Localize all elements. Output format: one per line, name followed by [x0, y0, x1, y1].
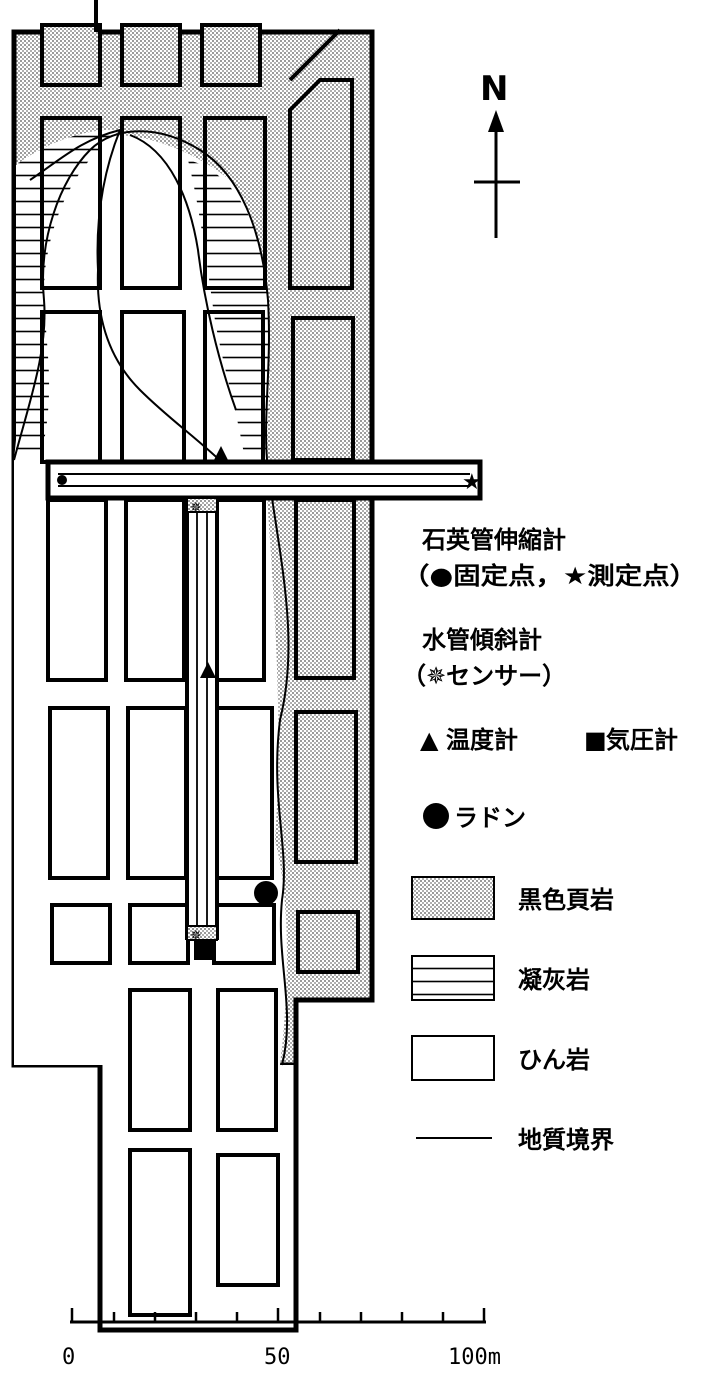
north-arrow-icon — [488, 110, 504, 132]
legend: 石英管伸縮計 （●固定点，★測定点） 水管傾斜計 （✵センサー） ▲ 温度計 ■… — [402, 526, 697, 1154]
tiltmeter-sensor-icon: ✵ — [190, 500, 202, 516]
extensometer-tube — [45, 459, 483, 501]
porphyrite-zone — [40, 140, 240, 460]
pillar-block — [200, 23, 262, 87]
legend-barometer-symbol: ■ — [584, 726, 607, 754]
pillar-block — [214, 706, 274, 880]
legend-tuff-label: 凝灰岩 — [518, 966, 590, 994]
pillar-block — [120, 116, 182, 290]
pillar-block — [128, 1148, 192, 1317]
legend-shale-label: 黒色頁岩 — [518, 886, 614, 914]
legend-porphyrite-label: ひん岩 — [518, 1046, 590, 1074]
diagonal-drift — [288, 28, 342, 82]
scale-label-100m: 100m — [448, 1345, 501, 1370]
quartz-extensometer: ★ — [45, 459, 483, 501]
legend-tiltmeter-title: 水管傾斜計 — [422, 626, 542, 654]
legend-extensometer-title: 石英管伸縮計 — [421, 526, 566, 554]
scale-bar: 0 50 100m — [62, 1308, 501, 1370]
pillar-block — [296, 910, 360, 974]
boundary-line — [129, 134, 237, 411]
tiltmeter-tube — [185, 496, 219, 940]
thermometer-marker — [213, 446, 229, 462]
legend-tiltmeter-detail: （✵センサー） — [402, 662, 566, 690]
north-label: N — [480, 69, 508, 109]
fixed-point-marker — [57, 475, 67, 485]
pillar-block — [291, 316, 355, 462]
pillar-block — [203, 116, 267, 290]
pillar-block — [48, 706, 110, 880]
geologic-boundaries — [13, 128, 290, 1066]
pillar-blocks — [40, 23, 360, 1317]
pillar-block — [120, 23, 182, 87]
radon-marker — [254, 881, 278, 905]
mine-workings: ★ ✵ ✵ — [11, 0, 483, 1333]
legend-thermometer-symbol: ▲ — [420, 726, 439, 754]
pillar-block — [294, 498, 356, 680]
pillar-block — [40, 23, 102, 87]
boundary-line — [29, 128, 231, 471]
scale-label-50: 50 — [264, 1345, 291, 1370]
legend-radon-label: ラドン — [454, 804, 526, 832]
legend-tuff-swatch — [411, 955, 495, 1001]
pillar-block — [124, 498, 186, 682]
measurement-point-marker: ★ — [462, 470, 482, 495]
pillar-block — [126, 706, 188, 880]
pillar-block — [216, 988, 278, 1132]
pillar-block — [212, 903, 276, 965]
thermometer-marker — [200, 662, 216, 678]
legend-shale-swatch — [411, 876, 495, 920]
water-tube-tiltmeter: ✵ ✵ — [185, 496, 219, 944]
pillar-block — [212, 498, 266, 682]
scale-label-0: 0 — [62, 1345, 75, 1370]
pillar-block — [128, 903, 190, 965]
pillar-block — [294, 710, 358, 864]
legend-boundary-label: 地質境界 — [518, 1126, 614, 1154]
pillar-block — [128, 988, 192, 1132]
legend-radon-icon — [423, 803, 449, 829]
barometer-marker — [194, 940, 214, 960]
pillar-block — [216, 1153, 280, 1287]
legend-extensometer-detail: （●固定点，★測定点） — [402, 562, 697, 590]
north-arrow: N — [474, 69, 520, 238]
boundary-line — [13, 130, 290, 1066]
pillar-block — [46, 498, 108, 682]
legend-porphyrite-swatch — [411, 1035, 495, 1081]
legend-barometer-label: 気圧計 — [606, 726, 678, 754]
legend-thermometer-label: 温度計 — [446, 726, 518, 754]
pillar-block — [288, 78, 354, 290]
pillar-block — [50, 903, 112, 965]
